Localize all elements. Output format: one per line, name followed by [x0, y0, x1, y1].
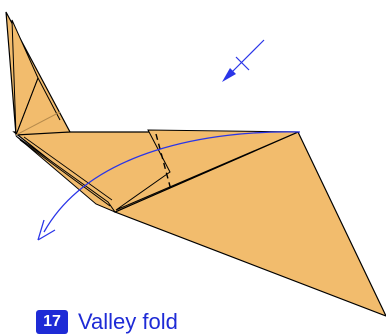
crease-line [37, 77, 61, 121]
crease-line [19, 139, 111, 207]
step-number-badge: 17 [36, 310, 68, 334]
crease-line [15, 77, 39, 136]
arrow-down-left-icon [222, 39, 265, 82]
origami-diagram [5, 11, 386, 317]
step-caption: 17 Valley fold [36, 309, 178, 335]
crease-line [15, 111, 61, 136]
crease-line [23, 136, 113, 201]
curved-arrow-icon [37, 131, 301, 241]
step-title: Valley fold [78, 309, 178, 334]
